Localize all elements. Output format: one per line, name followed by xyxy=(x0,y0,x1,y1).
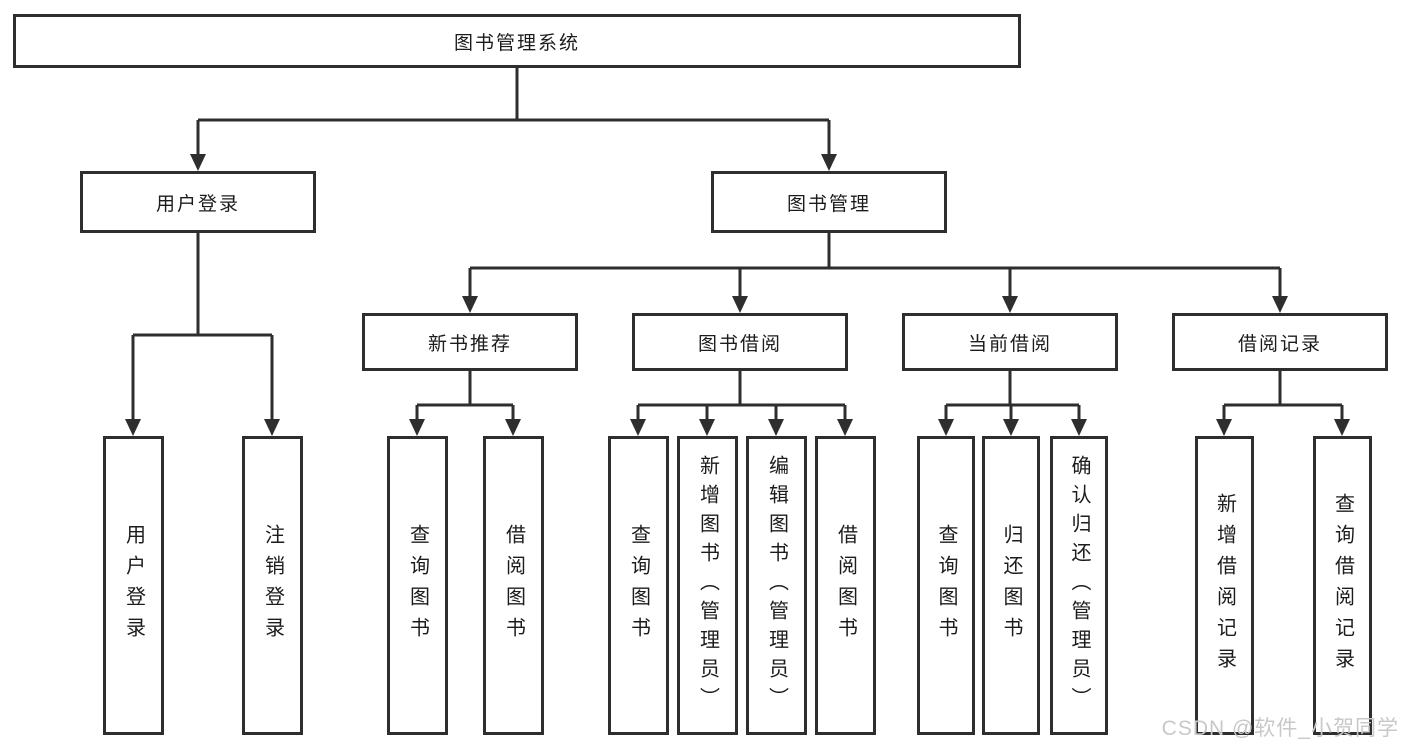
leaf-query-books-1-label: 查询图书 xyxy=(406,523,429,648)
leaf-user-login-label: 用户登录 xyxy=(122,523,145,648)
leaf-add-books-admin-label: 新增图书（管理员） xyxy=(696,455,719,716)
leaf-confirm-return-admin-label: 确认归还（管理员） xyxy=(1068,455,1090,716)
leaf-borrow-books-1-label: 借阅图书 xyxy=(502,523,525,648)
leaf-query-books-2: 查询图书 xyxy=(608,436,669,735)
leaf-query-borrow-record: 查询借阅记录 xyxy=(1313,436,1372,735)
node-library-management-system: 图书管理系统 xyxy=(13,14,1021,68)
arrowheads xyxy=(125,154,1350,436)
node-new-book-recommend: 新书推荐 xyxy=(362,313,578,371)
node-book-borrow: 图书借阅 xyxy=(632,313,848,371)
leaf-borrow-books-2-label: 借阅图书 xyxy=(834,523,857,648)
node-borrow-record: 借阅记录 xyxy=(1172,313,1388,371)
leaf-add-borrow-record: 新增借阅记录 xyxy=(1195,436,1254,735)
leaf-query-borrow-record-label: 查询借阅记录 xyxy=(1331,492,1354,679)
leaf-logout: 注销登录 xyxy=(242,436,303,735)
leaf-borrow-books-2: 借阅图书 xyxy=(815,436,876,735)
leaf-query-books-2-label: 查询图书 xyxy=(627,523,650,648)
leaf-return-books: 归还图书 xyxy=(982,436,1040,735)
leaf-add-borrow-record-label: 新增借阅记录 xyxy=(1213,492,1236,679)
leaf-borrow-books-1: 借阅图书 xyxy=(483,436,544,735)
leaf-confirm-return-admin: 确认归还（管理员） xyxy=(1050,436,1108,735)
leaf-query-books-3-label: 查询图书 xyxy=(935,523,957,648)
leaf-logout-label: 注销登录 xyxy=(261,523,284,648)
leaf-return-books-label: 归还图书 xyxy=(1000,523,1022,648)
node-book-management: 图书管理 xyxy=(711,171,947,233)
leaf-edit-books-admin-label: 编辑图书（管理员） xyxy=(765,455,788,716)
node-user-login: 用户登录 xyxy=(80,171,316,233)
node-current-borrow: 当前借阅 xyxy=(902,313,1118,371)
connector-paths xyxy=(131,68,1344,421)
leaf-user-login: 用户登录 xyxy=(103,436,164,735)
leaf-query-books-1: 查询图书 xyxy=(387,436,448,735)
csdn-watermark: CSDN @软件_小贺同学 xyxy=(1161,717,1399,740)
leaf-edit-books-admin: 编辑图书（管理员） xyxy=(746,436,807,735)
leaf-add-books-admin: 新增图书（管理员） xyxy=(677,436,738,735)
leaf-query-books-3: 查询图书 xyxy=(917,436,975,735)
